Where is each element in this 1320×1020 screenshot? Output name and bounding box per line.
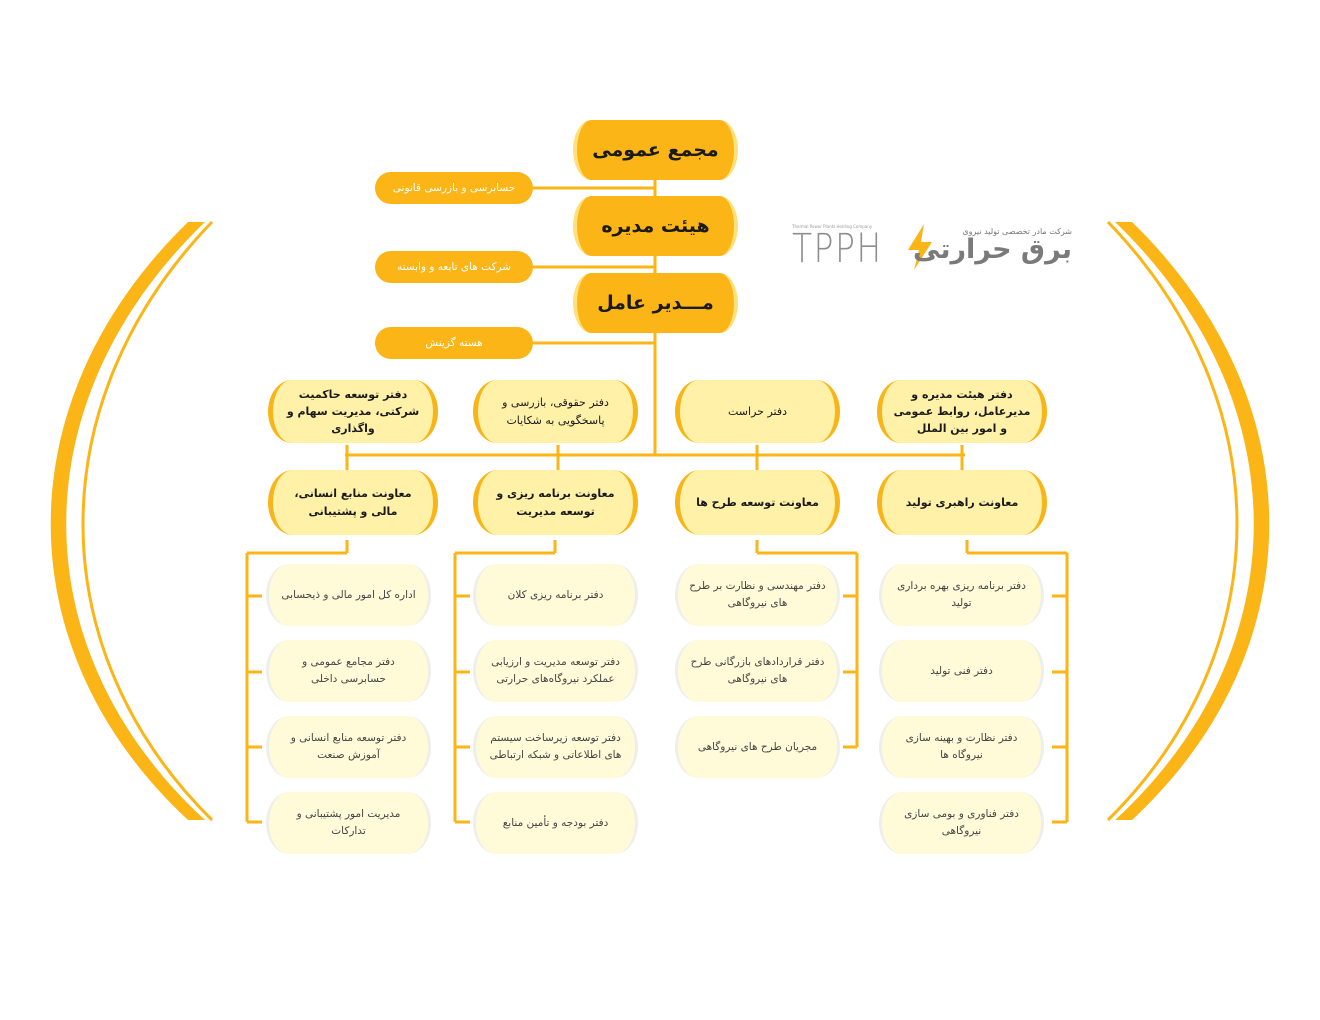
unit-planning-2: دفتر توسعه مدیریت و ارزیابی عملکرد نیروگ… — [473, 640, 638, 702]
right-arc — [1115, 222, 1270, 820]
left-arc-thin — [81, 220, 214, 822]
logo-english-name: Thermal Power Plants Holding Company — [792, 224, 873, 229]
logo-persian-subtitle: شرکت مادر تخصصی تولید نیروی — [962, 227, 1072, 236]
unit-hr-1: اداره کل امور مالی و ذیحسابی — [266, 564, 431, 626]
office-security: دفتر حراست — [675, 380, 840, 443]
unit-hr-4: مدیریت امور پشتیبانی و تدارکات — [266, 792, 431, 854]
office-legal-inspection: دفتر حقوقی، بازرسی و پاسخگویی به شکایات — [473, 380, 638, 443]
deputy-hr-finance: معاونت منابع انسانی، مالی و پشتیبانی — [268, 470, 438, 535]
pill-selection-core: هسته گزینش — [375, 327, 533, 359]
unit-production-4: دفتر فناوری و بومی سازی نیروگاهی — [879, 792, 1044, 854]
office-corporate-governance: دفتر توسعه حاکمیت شرکتی، مدیریت سهام و و… — [268, 380, 438, 443]
pill-audit: حسابرسی و بازرسی قانونی — [375, 172, 533, 204]
left-arc — [50, 222, 205, 820]
deputy-projects: معاونت توسعه طرح ها — [675, 470, 840, 535]
node-general-assembly: مجمع عمومی — [573, 120, 738, 180]
deputy-planning: معاونت برنامه ریزی و توسعه مدیریت — [473, 470, 638, 535]
deputy-production: معاونت راهبری تولید — [877, 470, 1047, 535]
pill-subsidiaries: شرکت های تابعه و وابسته — [375, 251, 533, 283]
node-ceo: مـــدیر عامل — [573, 273, 738, 333]
unit-planning-4: دفتر بودجه و تأمین منابع — [473, 792, 638, 854]
node-board-of-directors: هیئت مدیره — [573, 196, 738, 256]
unit-hr-2: دفتر مجامع عمومی و حسابرسی داخلی — [266, 640, 431, 702]
unit-projects-1: دفتر مهندسی و نظارت بر طرح های نیروگاهی — [675, 564, 840, 626]
office-board-public-relations: دفتر هیئت مدیره و مدیرعامل، روابط عمومی … — [877, 380, 1047, 443]
right-arc-thin — [1106, 220, 1239, 822]
unit-production-3: دفتر نظارت و بهینه سازی نیروگاه ها — [879, 716, 1044, 778]
unit-projects-3: مجریان طرح های نیروگاهی — [675, 716, 840, 778]
logo-persian-name: برق حرارتی — [913, 234, 1072, 265]
unit-planning-1: دفتر برنامه ریزی کلان — [473, 564, 638, 626]
unit-planning-3: دفتر توسعه زیرساخت سیستم های اطلاعاتی و … — [473, 716, 638, 778]
unit-hr-3: دفتر توسعه منابع انسانی و آموزش صنعت — [266, 716, 431, 778]
logo-english-abbreviation: TPPH — [792, 226, 883, 272]
lightning-bolt-icon — [908, 224, 932, 270]
unit-production-2: دفتر فنی تولید — [879, 640, 1044, 702]
unit-production-1: دفتر برنامه ریزی بهره برداری تولید — [879, 564, 1044, 626]
unit-projects-2: دفتر قراردادهای بازرگانی طرح های نیروگاه… — [675, 640, 840, 702]
